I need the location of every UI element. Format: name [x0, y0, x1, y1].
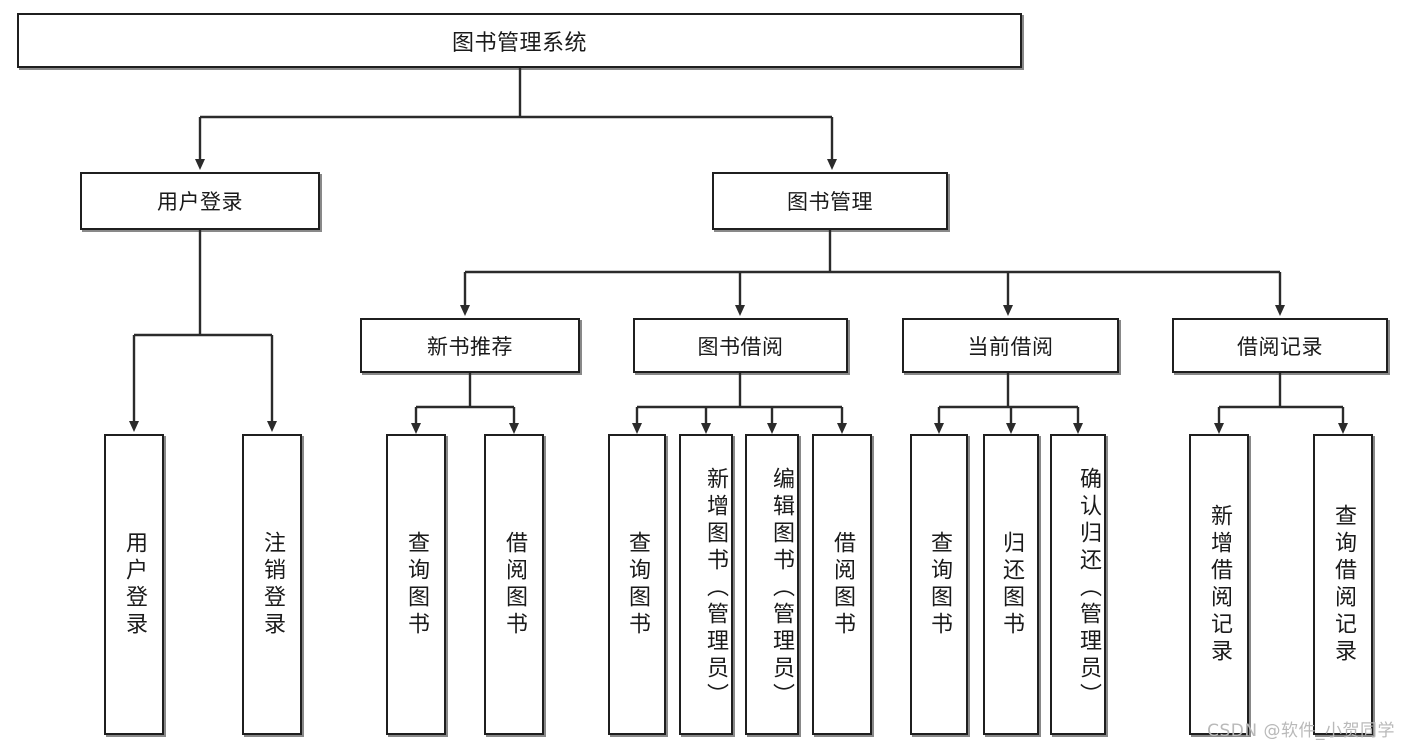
- node-leaf-confirm-return-label: 确认归还（管理员）: [1076, 467, 1101, 710]
- node-leaf-borrow-book-2-label: 借阅图书: [830, 530, 855, 639]
- node-leaf-add-book[interactable]: 新增图书（管理员）: [679, 434, 733, 735]
- node-leaf-borrow-book-2[interactable]: 借阅图书: [812, 434, 872, 735]
- node-leaf-user-login-label: 用户登录: [122, 530, 147, 639]
- node-current-borrow[interactable]: 当前借阅: [902, 318, 1119, 373]
- node-leaf-return-book-label: 归还图书: [999, 530, 1024, 639]
- node-leaf-query-book-2[interactable]: 查询图书: [608, 434, 666, 735]
- node-leaf-query-book-1-label: 查询图书: [404, 530, 429, 639]
- node-book-borrow[interactable]: 图书借阅: [633, 318, 848, 373]
- node-leaf-query-book-3-label: 查询图书: [927, 530, 952, 639]
- node-book-borrow-label: 图书借阅: [697, 334, 784, 359]
- node-borrow-record-label: 借阅记录: [1237, 334, 1323, 359]
- node-leaf-return-book[interactable]: 归还图书: [983, 434, 1039, 735]
- node-leaf-add-record-label: 新增借阅记录: [1207, 503, 1232, 666]
- node-new-book-rec-label: 新书推荐: [427, 334, 513, 359]
- node-book-manage-label: 图书管理: [787, 190, 873, 214]
- node-leaf-logout[interactable]: 注销登录: [242, 434, 302, 735]
- node-leaf-edit-book[interactable]: 编辑图书（管理员）: [745, 434, 799, 735]
- node-leaf-edit-book-label: 编辑图书（管理员）: [769, 467, 794, 710]
- node-new-book-rec[interactable]: 新书推荐: [360, 318, 580, 373]
- node-root[interactable]: 图书管理系统: [17, 13, 1022, 68]
- node-leaf-query-record-label: 查询借阅记录: [1331, 503, 1356, 666]
- node-leaf-query-book-3[interactable]: 查询图书: [910, 434, 968, 735]
- node-leaf-user-login[interactable]: 用户登录: [104, 434, 164, 735]
- node-user-login[interactable]: 用户登录: [80, 172, 320, 230]
- node-leaf-borrow-book-1-label: 借阅图书: [502, 530, 527, 639]
- node-leaf-add-record[interactable]: 新增借阅记录: [1189, 434, 1249, 735]
- csdn-watermark: CSDN @软件_小贺同学: [1207, 721, 1395, 741]
- node-leaf-logout-label: 注销登录: [260, 530, 285, 639]
- node-current-borrow-label: 当前借阅: [967, 334, 1054, 359]
- node-leaf-borrow-book-1[interactable]: 借阅图书: [484, 434, 544, 735]
- node-root-label: 图书管理系统: [451, 30, 587, 56]
- node-user-login-label: 用户登录: [157, 190, 243, 214]
- node-leaf-query-book-1[interactable]: 查询图书: [386, 434, 446, 735]
- node-leaf-confirm-return[interactable]: 确认归还（管理员）: [1050, 434, 1106, 735]
- node-leaf-query-record[interactable]: 查询借阅记录: [1313, 434, 1373, 735]
- node-book-manage[interactable]: 图书管理: [712, 172, 948, 230]
- node-borrow-record[interactable]: 借阅记录: [1172, 318, 1388, 373]
- node-leaf-add-book-label: 新增图书（管理员）: [703, 467, 728, 710]
- node-leaf-query-book-2-label: 查询图书: [625, 530, 650, 639]
